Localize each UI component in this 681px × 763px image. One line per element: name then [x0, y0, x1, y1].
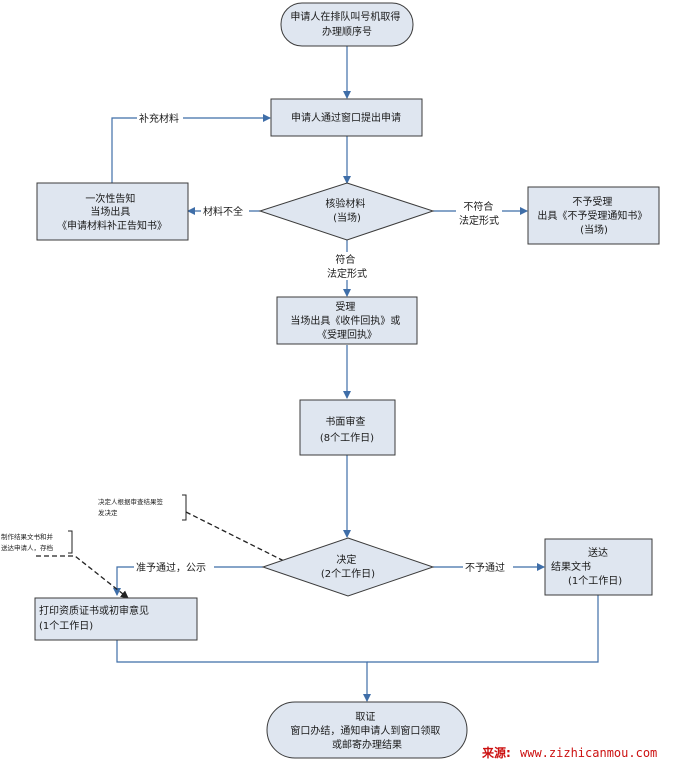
edge-label-deny: 不予通过	[465, 561, 505, 574]
edge-decide-print	[113, 566, 263, 596]
print-note: 制作结果文书和并 送达申请人，存档	[1, 532, 55, 552]
svg-text:取证 窗口办结，通知申请人到窗口领取: 取证 窗口办结，通知申请人到窗口领取 或邮寄办理结果	[290, 711, 443, 751]
print-note-bracket	[68, 530, 73, 554]
node-deliver: 送达 结果文书 (1个工作日)	[544, 538, 653, 596]
node-decide-line-2: (2个工作日)	[321, 568, 375, 580]
edge-deliver-end	[367, 595, 599, 663]
edge-label-conform-2: 法定形式	[327, 267, 367, 280]
node-reject: 不予受理 出具《不予受理通知书》 (当场)	[527, 186, 660, 245]
source-url: www.zizhicanmou.com	[520, 746, 657, 760]
svg-text:不符合 法定形式: 不符合 法定形式	[459, 200, 499, 227]
svg-text:制作结果文书和并 送达申请人，存档: 制作结果文书和并 送达申请人，存档	[1, 532, 55, 552]
node-accept: 受理 当场出具《收件回执》或 《受理回执》	[276, 296, 418, 345]
svg-text:申请人通过窗口提出申请: 申请人通过窗口提出申请	[291, 111, 401, 124]
edge-label-not-conform-1: 不符合	[463, 200, 493, 213]
note-pointers	[36, 511, 285, 599]
node-decide: 决定 (2个工作日)	[261, 537, 435, 597]
edge-labels: 补充材料 材料不全 不符合 法定形式 符合 法定形式 准予通过，公示 不予通过	[134, 111, 513, 574]
svg-text:不予受理 出具《不予受理通知书》 (: 不予受理 出具《不予受理通知书》 (当场)	[537, 196, 650, 236]
node-supplement-line-3: 《申请材料补正告知书》	[57, 219, 167, 232]
node-end-line-1: 取证	[355, 711, 375, 723]
edge-supplement-back	[111, 114, 271, 183]
decision-note-pointer	[185, 511, 285, 562]
node-print-line-1: 打印资质证书或初审意见	[39, 604, 149, 617]
node-deliver-line-1: 送达	[588, 546, 608, 559]
node-start: 申请人在排队叫号机取得 办理顺序号	[280, 2, 414, 47]
decision-note-line-1: 决定人根据审查结果签	[98, 497, 164, 506]
svg-text:决定 (2个工作日): 决定 (2个工作日)	[321, 553, 375, 580]
node-apply-line-1: 申请人通过窗口提出申请	[291, 111, 401, 124]
svg-text:核验材料 (当场): 核验材料 (当场)	[325, 197, 368, 224]
edge-label-not-conform-2: 法定形式	[459, 214, 499, 227]
node-deliver-line-3: (1个工作日)	[568, 575, 622, 587]
edge-label-incomplete: 材料不全	[203, 205, 243, 218]
node-end-line-3: 或邮寄办理结果	[332, 738, 402, 751]
edge-label-supplement: 补充材料	[139, 112, 179, 125]
node-supplement-notice: 一次性告知 当场出具 《申请材料补正告知书》	[36, 182, 189, 241]
print-note-line-2: 送达申请人，存档	[1, 543, 53, 552]
node-accept-line-1: 受理	[335, 301, 355, 313]
node-reject-line-2: 出具《不予受理通知书》	[537, 209, 647, 222]
source-footer: 来源: www.zizhicanmou.com	[481, 745, 657, 760]
edge-label-approve: 准予通过，公示	[136, 561, 206, 574]
decision-note-line-2: 发决定	[98, 508, 118, 517]
svg-text:一次性告知 当场出具 《申请材料补正: 一次性告知 当场出具 《申请材料补正告知书》	[57, 192, 167, 232]
svg-text:申请人在排队叫号机取得 办理顺序号: 申请人在排队叫号机取得 办理顺序号	[290, 10, 403, 38]
svg-text:书面审查 (8个工作日): 书面审查 (8个工作日)	[320, 415, 374, 444]
node-start-line-2: 办理顺序号	[322, 25, 372, 38]
print-note-line-1: 制作结果文书和并	[1, 532, 54, 541]
node-verify-line-2: (当场)	[333, 211, 361, 224]
node-apply: 申请人通过窗口提出申请	[270, 98, 423, 137]
node-review-line-1: 书面审查	[325, 415, 365, 428]
decision-note: 决定人根据审查结果签 发决定	[98, 497, 165, 517]
node-supplement-line-1: 一次性告知	[85, 192, 135, 205]
node-verify: 核验材料 (当场)	[258, 182, 435, 241]
print-note-pointer	[36, 555, 129, 599]
node-deliver-line-2: 结果文书	[551, 560, 591, 573]
node-supplement-line-2: 当场出具	[90, 205, 130, 218]
decision-note-bracket	[182, 494, 187, 521]
svg-text:打印资质证书或初审意见 (1个工作日): 打印资质证书或初审意见 (1个工作日)	[39, 604, 152, 632]
source-label: 来源:	[481, 745, 511, 760]
node-review: 书面审查 (8个工作日)	[299, 399, 396, 456]
edge-print-end	[116, 640, 371, 702]
node-verify-line-1: 核验材料	[325, 197, 365, 210]
node-accept-line-3: 《受理回执》	[317, 328, 377, 341]
node-reject-line-1: 不予受理	[572, 196, 612, 208]
node-decide-line-1: 决定	[336, 553, 356, 566]
svg-text:决定人根据审查结果签 发决定: 决定人根据审查结果签 发决定	[98, 497, 165, 517]
node-reject-line-3: (当场)	[580, 223, 608, 236]
node-print: 打印资质证书或初审意见 (1个工作日)	[34, 597, 198, 641]
node-end: 取证 窗口办结，通知申请人到窗口领取 或邮寄办理结果	[266, 701, 468, 759]
node-accept-line-2: 当场出具《收件回执》或	[290, 314, 400, 327]
svg-text:符合 法定形式: 符合 法定形式	[327, 253, 367, 280]
edge-label-conform-1: 符合	[335, 253, 355, 266]
node-end-line-2: 窗口办结，通知申请人到窗口领取	[290, 724, 440, 737]
node-print-line-2: (1个工作日)	[39, 620, 93, 632]
svg-text:受理 当场出具《收件回执》或 《受理: 受理 当场出具《收件回执》或 《受理回执》	[290, 301, 403, 341]
node-start-line-1: 申请人在排队叫号机取得	[290, 10, 400, 23]
svg-text:送达 结果文书 (1个工作日): 送达 结果文书 (1个工作日)	[551, 546, 622, 587]
node-review-line-2: (8个工作日)	[320, 432, 374, 444]
